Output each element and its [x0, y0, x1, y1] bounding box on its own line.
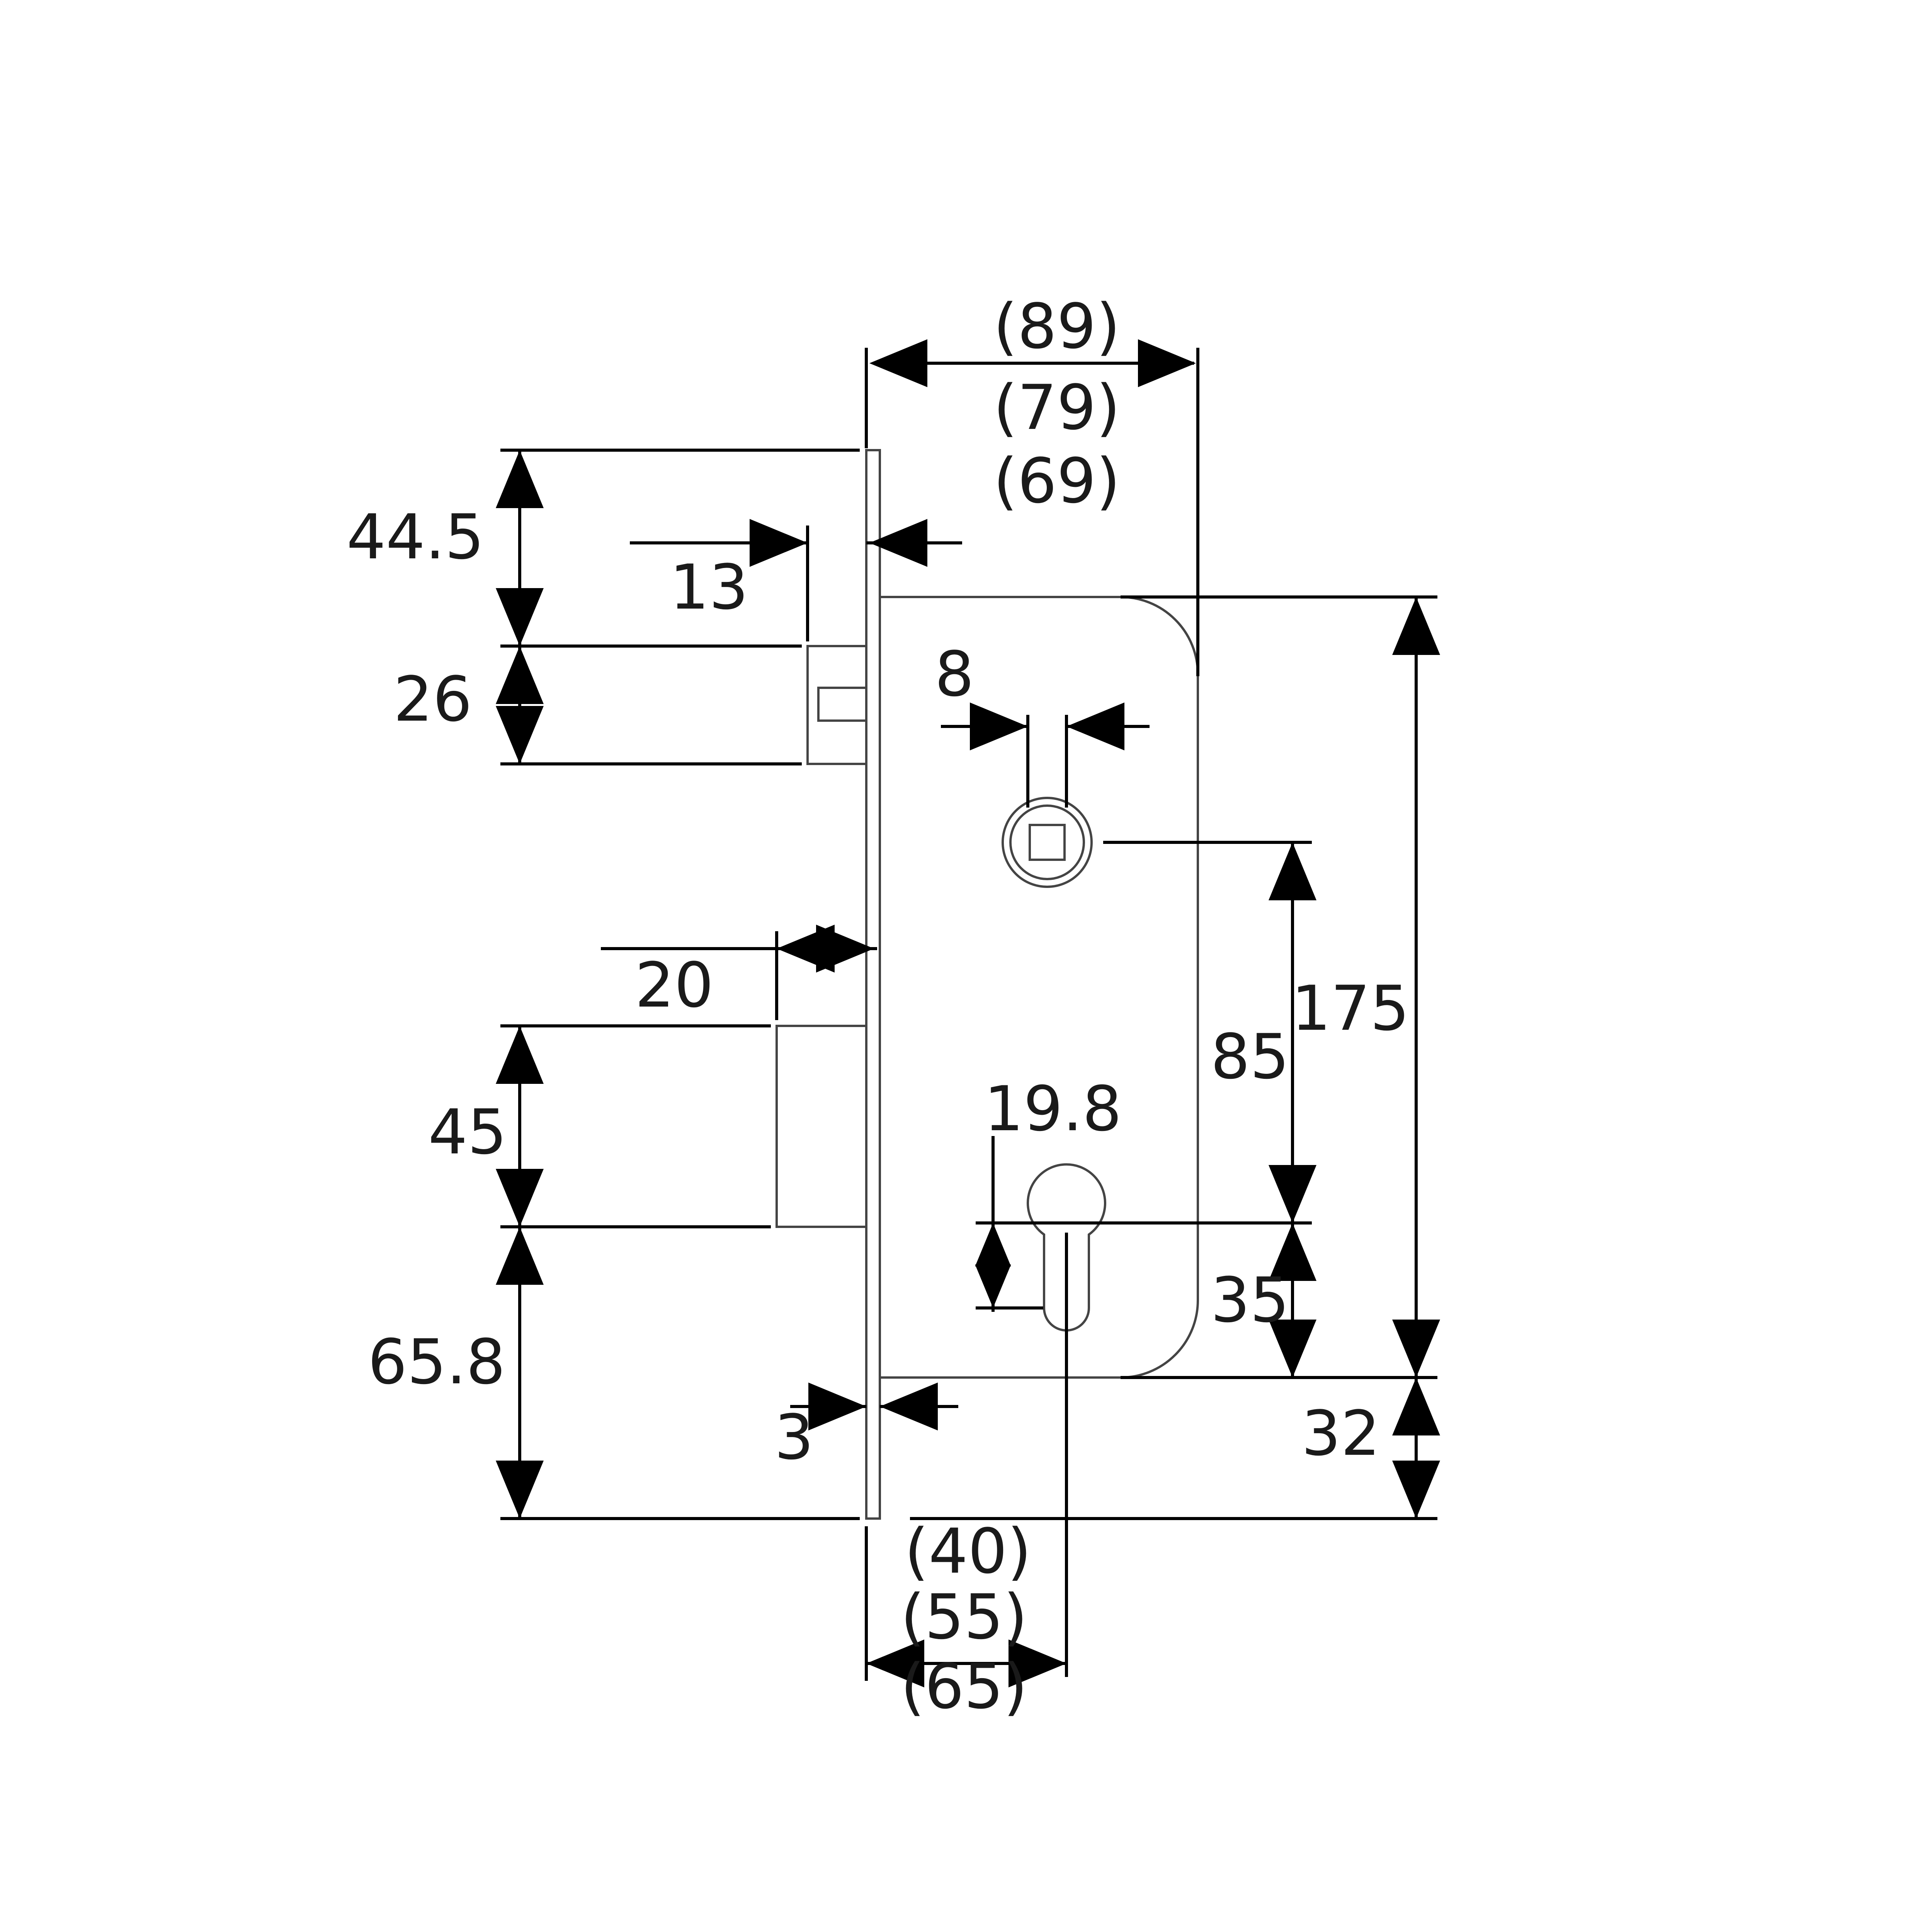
dimension-labels: (89) (79) (69) 44.5 13 26 8 20 45 65.8 3…	[347, 290, 1410, 1723]
latch-bolt-slot	[817, 687, 867, 722]
dimension-lines	[496, 339, 1440, 1687]
label-case-height: 175	[1291, 972, 1409, 1044]
latch-bolt	[806, 645, 867, 765]
faceplate	[865, 449, 881, 1520]
label-backset-top-1: (89)	[993, 290, 1120, 362]
label-top-upper: 44.5	[347, 501, 484, 573]
label-cylinder-to-case-bottom: 35	[1211, 1264, 1289, 1336]
label-backset-bottom-2: (55)	[901, 1581, 1027, 1653]
label-spindle-width: 8	[935, 638, 974, 710]
label-case-bottom-to-faceplate-end: 32	[1301, 1397, 1380, 1469]
label-latch-offset: 13	[670, 551, 748, 623]
label-backset-top-2: (79)	[993, 371, 1120, 444]
lock-case	[880, 596, 1199, 1379]
label-backset-bottom-3: (65)	[901, 1650, 1027, 1723]
label-backset-bottom-1: (40)	[905, 1515, 1031, 1587]
label-bottom-lower: 65.8	[368, 1326, 505, 1398]
label-bolt-projection: 20	[635, 949, 714, 1021]
dead-bolt	[776, 1025, 867, 1228]
label-bolt-height: 45	[428, 1096, 507, 1168]
label-faceplate-thickness: 3	[774, 1401, 814, 1473]
label-spindle-to-cylinder: 85	[1211, 1020, 1289, 1093]
label-backset-top-3: (69)	[993, 445, 1120, 517]
label-cylinder-width: 19.8	[984, 1073, 1122, 1145]
label-latch-height: 26	[393, 663, 472, 735]
spindle-hub-outer	[1002, 797, 1093, 888]
spindle-hub-inner	[1009, 804, 1085, 880]
spindle-square	[1029, 824, 1066, 861]
extension-lines	[500, 348, 1437, 1681]
lock-body	[776, 449, 1199, 1520]
